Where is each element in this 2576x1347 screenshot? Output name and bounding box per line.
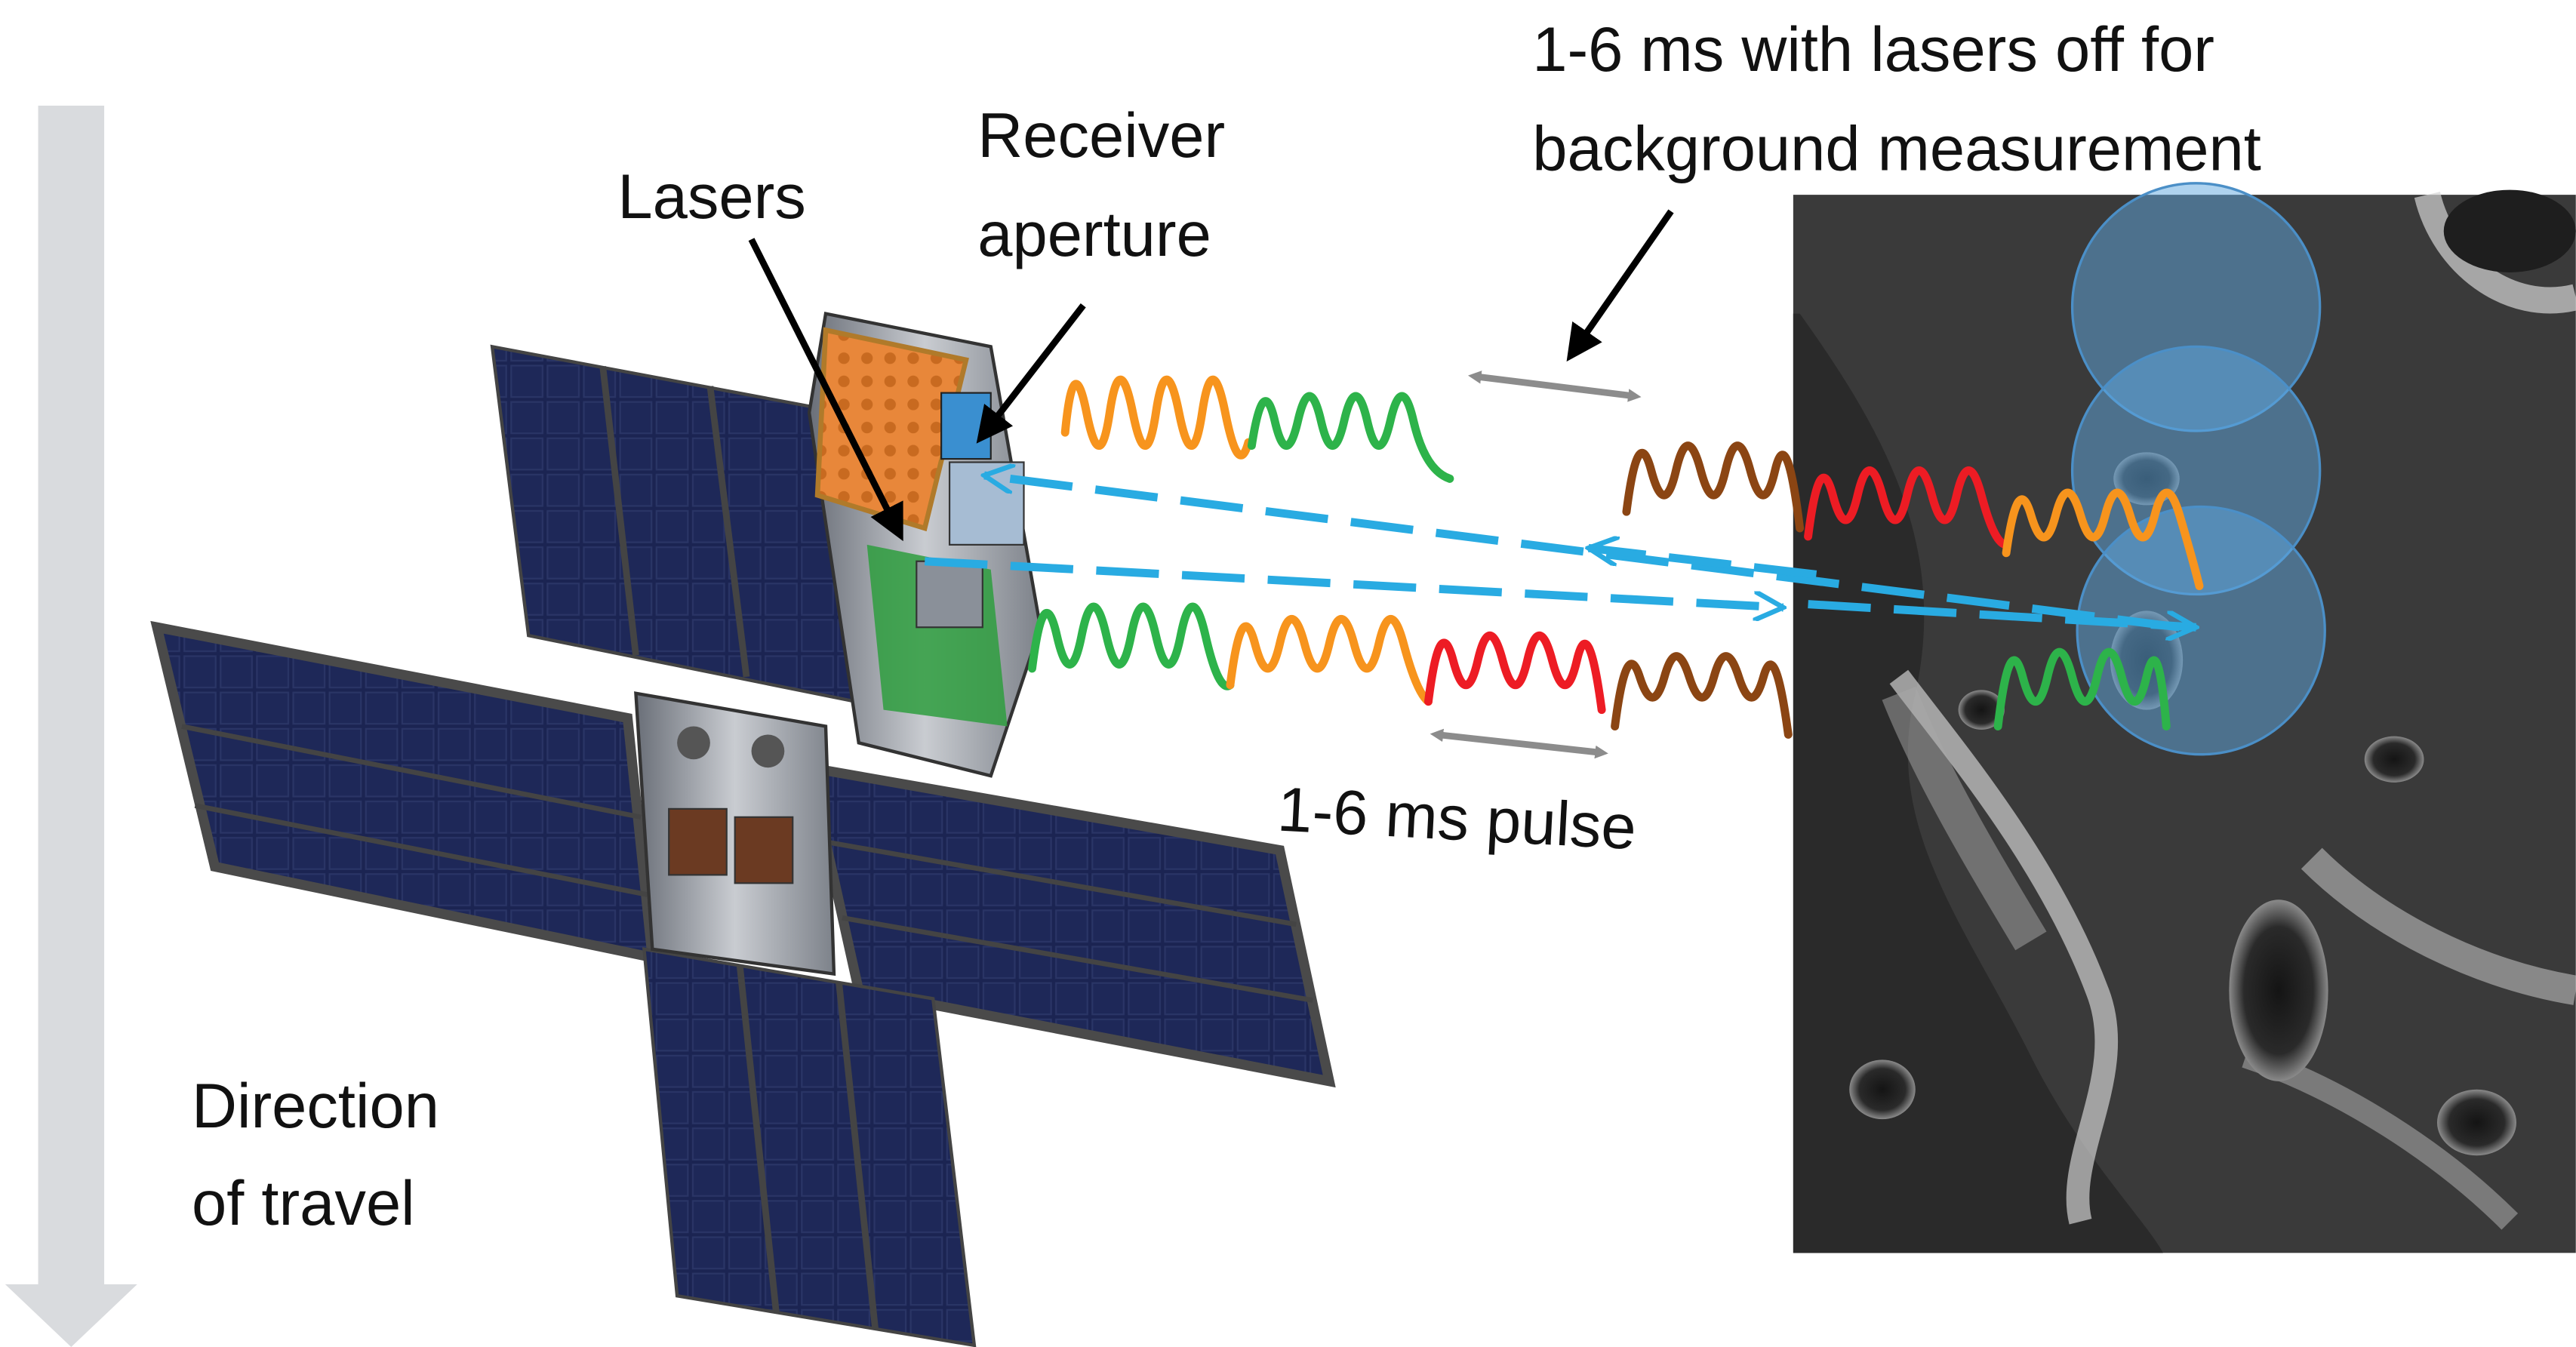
- background-label-line1: 1-6 ms with lasers off for: [1532, 14, 2214, 85]
- beam-return-upper: [984, 475, 2181, 632]
- wave-green-bottom: [1027, 602, 1235, 690]
- receiver-label-line2: aperture: [977, 199, 1211, 269]
- wave-brown-return: [1622, 441, 1805, 533]
- pulse-label: 1-6 ms pulse: [1276, 773, 1638, 863]
- beam-return-mid: [1589, 548, 1817, 579]
- background-callout-arrow: [1566, 209, 1674, 362]
- wave-red-bottom: [1423, 631, 1606, 715]
- receiver-callout-arrow: [976, 303, 1086, 444]
- laser-beams: [924, 475, 2196, 632]
- laser-footprint-circles: [2070, 182, 2326, 756]
- direction-label-line1: Direction: [192, 1071, 439, 1141]
- lasers-label: Lasers: [617, 161, 805, 232]
- laser-waveforms: [1027, 375, 2204, 739]
- background-label-line2: background measurement: [1532, 113, 2261, 183]
- wave-orange-top: [1060, 375, 1253, 460]
- gap-timing-arrow: [1468, 371, 1642, 402]
- pulse-timing-arrow: [1430, 728, 1608, 759]
- wave-orange-return: [2002, 488, 2204, 591]
- wave-red-return: [1804, 466, 2011, 549]
- direction-arrow: [5, 106, 137, 1347]
- beam-out-lower: [1808, 600, 2196, 628]
- wave-green-surface: [1993, 647, 2171, 730]
- beam-out-upper: [924, 557, 1784, 607]
- direction-label-line2: of travel: [192, 1168, 415, 1238]
- wave-brown-bottom: [1611, 652, 1793, 739]
- lasers-callout-arrow: [748, 238, 903, 542]
- wave-orange-bottom: [1226, 615, 1433, 706]
- cubesat-icon: [150, 312, 1336, 1347]
- wave-green-top: [1247, 392, 1454, 483]
- receiver-label-line1: Receiver: [977, 100, 1225, 171]
